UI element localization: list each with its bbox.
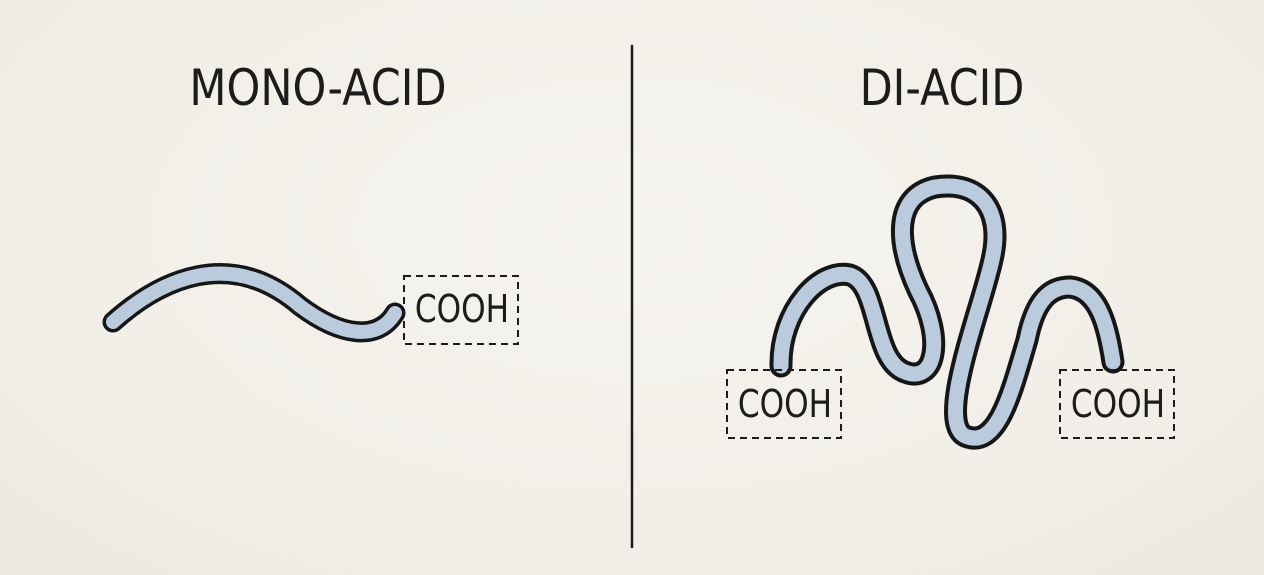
di-cooh-box-right — [1059, 369, 1175, 439]
di-cooh-label-left: COOH — [737, 382, 833, 426]
mono-acid-title: MONO-ACID — [189, 59, 447, 117]
di-acid-chain — [769, 174, 1125, 450]
mono-cooh-box — [403, 275, 519, 345]
di-cooh-label-right: COOH — [1070, 382, 1166, 426]
di-acid-title: DI-ACID — [859, 59, 1025, 117]
mono-acid-chain — [102, 263, 406, 343]
mono-cooh-label: COOH — [414, 287, 510, 331]
di-cooh-box-left — [726, 369, 842, 439]
